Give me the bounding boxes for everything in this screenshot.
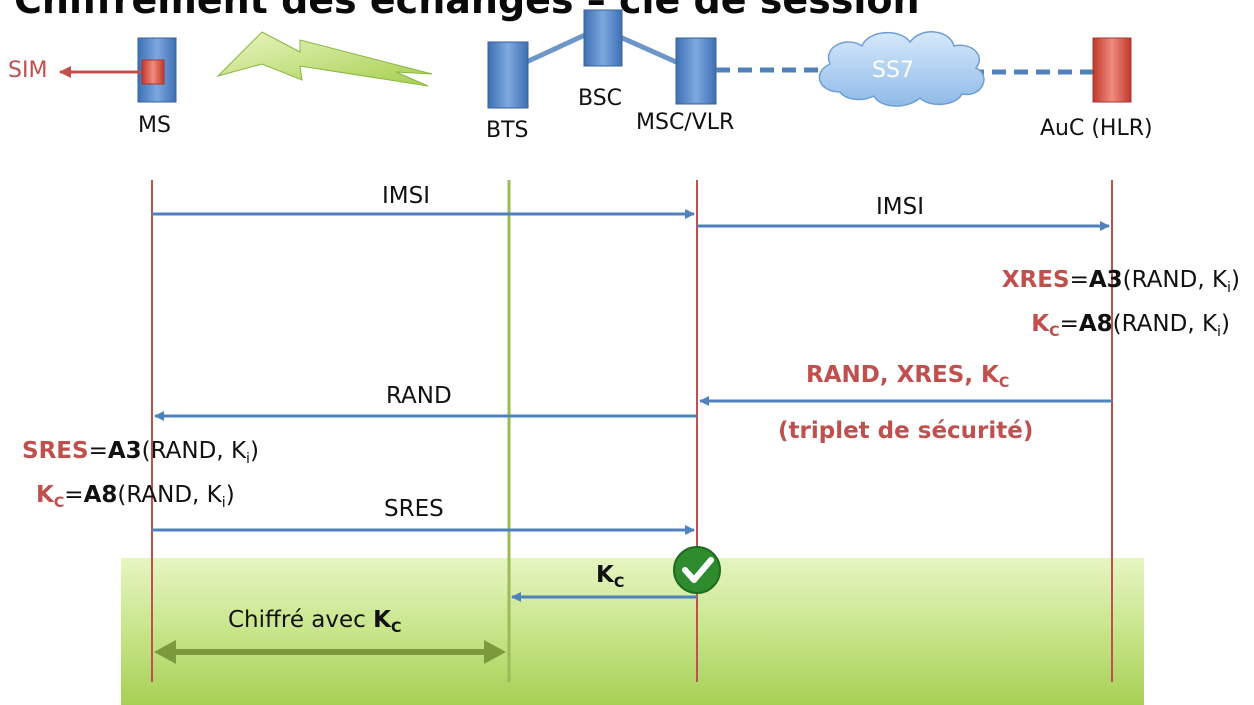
bts-icon: [487, 41, 529, 109]
label-kc: KC: [596, 562, 625, 591]
label-bsc: BSC: [578, 86, 623, 111]
label-encrypted-with-kc: Chiffré avec KC: [228, 607, 402, 636]
radio-link-bolt-icon: [216, 31, 433, 87]
label-triplet-caption: (triplet de sécurité): [778, 418, 1034, 444]
formula-sres: SRES=A3(RAND, Ki): [22, 438, 259, 467]
label-imsi-1: IMSI: [382, 183, 431, 209]
formula-kc-ms: KC=A8(RAND, Ki): [36, 482, 235, 511]
label-auc-hlr: AuC (HLR): [1040, 116, 1153, 141]
label-imsi-2: IMSI: [876, 194, 925, 220]
label-sres: SRES: [384, 496, 444, 522]
label-ms: MS: [138, 113, 171, 138]
bsc-icon: [583, 9, 623, 67]
label-sim: SIM: [8, 58, 48, 83]
encrypted-zone: [121, 558, 1144, 705]
ss7-cloud-icon: [818, 31, 985, 107]
slide-title: Chiffrement des échanges – clé de sessio…: [14, 0, 920, 22]
arrowhead-encrypted-left: [154, 640, 176, 664]
sim-card-icon: [141, 59, 165, 85]
label-bts: BTS: [486, 118, 529, 143]
msc-vlr-icon: [675, 37, 717, 105]
auc-hlr-icon: [1092, 37, 1132, 103]
formula-xres: XRES=A3(RAND, Ki): [1001, 267, 1240, 296]
label-triplet-values: RAND, XRES, KC: [806, 362, 1010, 391]
formula-kc-auc: KC=A8(RAND, Ki): [1031, 311, 1230, 340]
label-rand: RAND: [386, 383, 452, 409]
arrowhead-encrypted-right: [484, 640, 506, 664]
check-badge-icon: [673, 546, 721, 594]
label-ss7: SS7: [872, 58, 914, 83]
label-msc-vlr: MSC/VLR: [636, 110, 735, 135]
check-mark-icon: [682, 557, 714, 583]
